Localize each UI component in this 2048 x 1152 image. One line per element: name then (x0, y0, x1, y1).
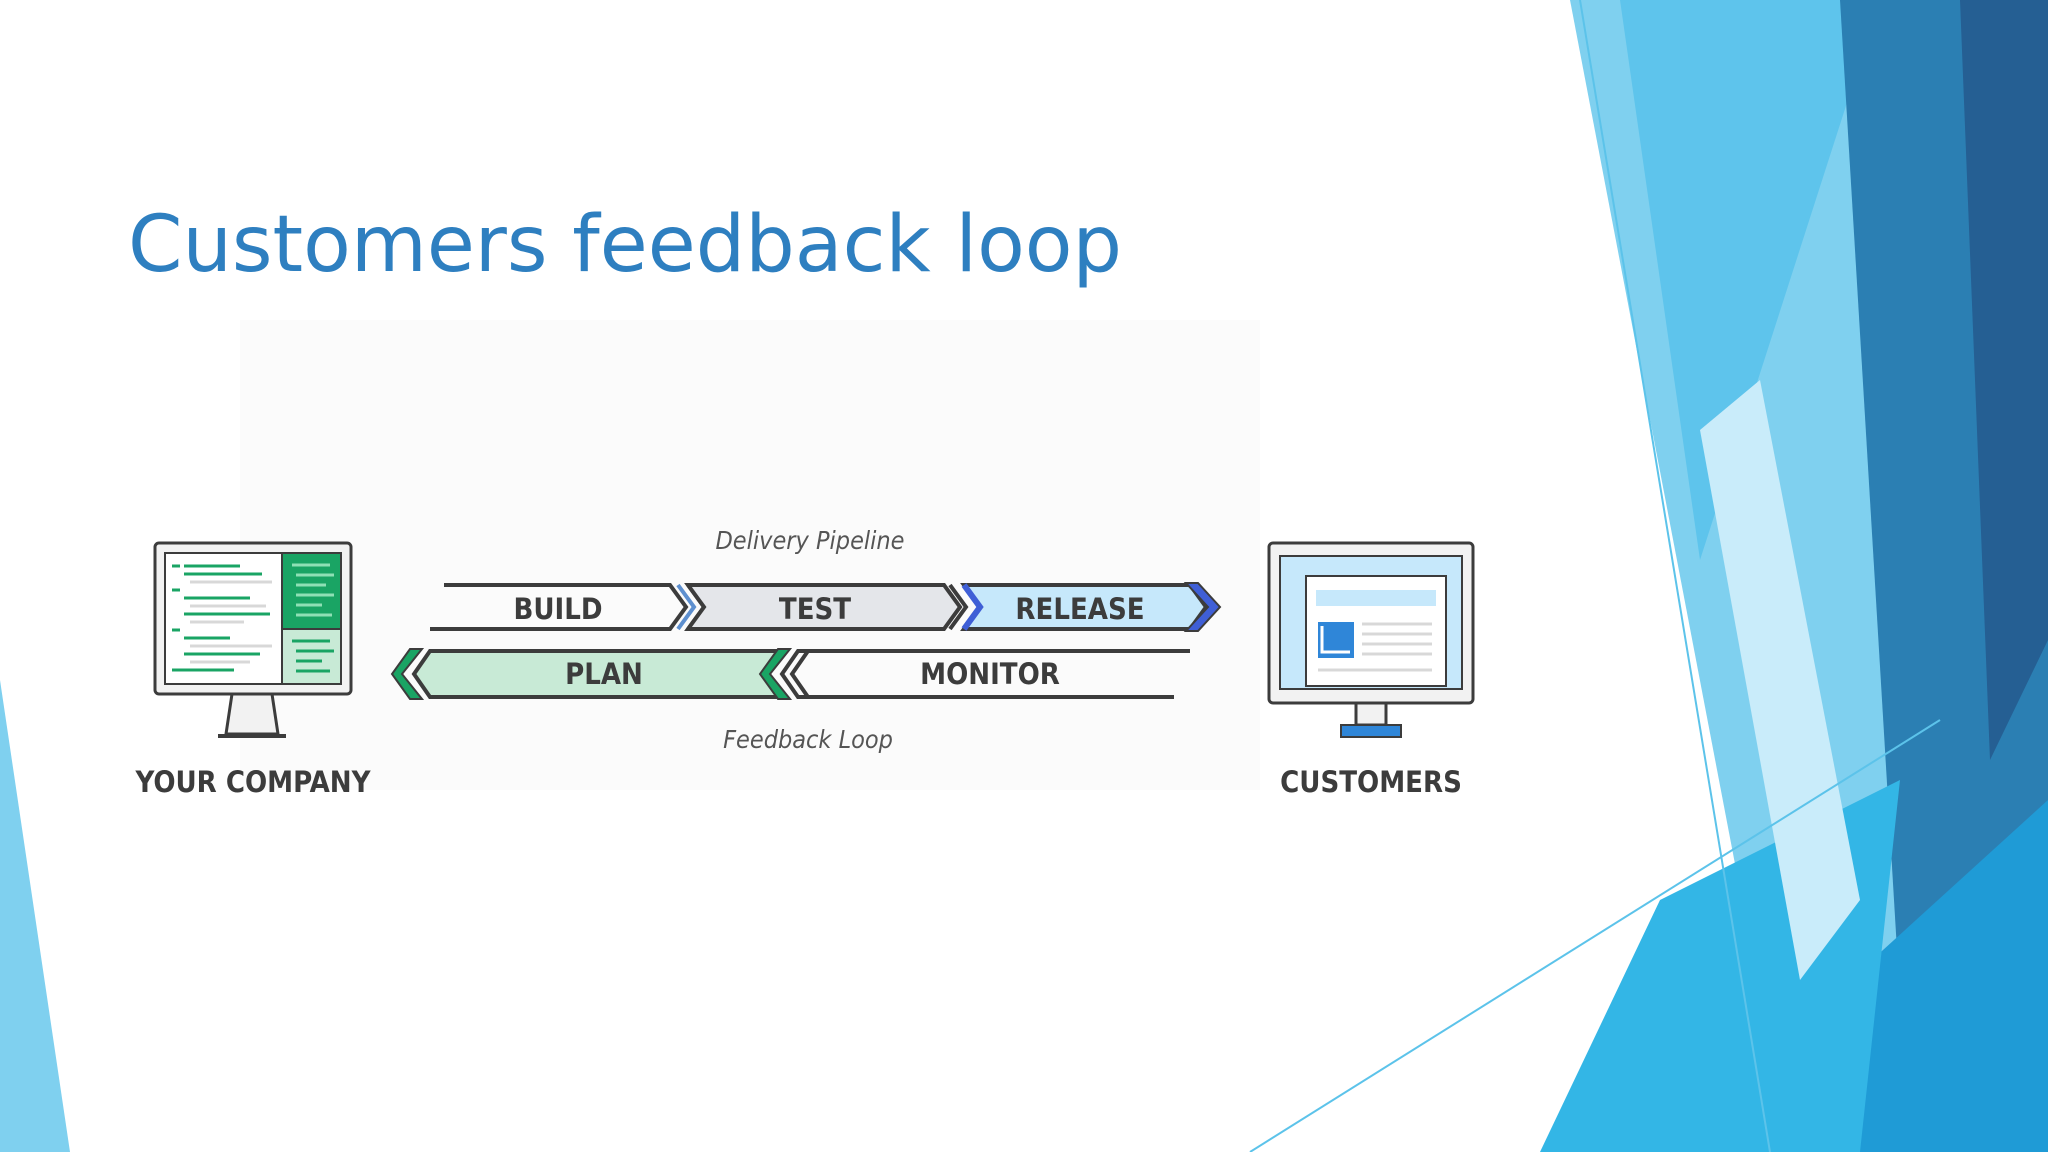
monitor-label: MONITOR (920, 657, 1060, 691)
delivery-pipeline-label: Delivery Pipeline (715, 526, 904, 555)
release-label: RELEASE (1015, 592, 1144, 626)
diagram-panel (240, 320, 1260, 790)
stage-plan (390, 648, 793, 700)
decor-line-2 (1249, 719, 1941, 1152)
your-company-label: YOUR COMPANY (134, 765, 371, 799)
test-label: TEST (779, 592, 851, 626)
right-facet-darkest (1960, 0, 2048, 760)
stage-release (960, 582, 1222, 632)
left-facet (0, 680, 70, 1152)
code-lines (172, 564, 270, 672)
stage-monitor (779, 649, 1190, 699)
customers-monitor-icon (1267, 541, 1475, 738)
feedback-loop-label: Feedback Loop (723, 725, 893, 754)
plan-label: PLAN (565, 657, 643, 691)
page-title: Customers feedback loop (128, 200, 1123, 290)
right-facet-light-2 (1620, 0, 1880, 560)
right-facet-pale (1700, 380, 1860, 980)
decor-line-1 (1579, 0, 1771, 1152)
company-monitor-icon (153, 541, 353, 738)
build-label: BUILD (513, 592, 602, 626)
customers-label: CUSTOMERS (1280, 765, 1462, 799)
stage-test (684, 583, 969, 631)
